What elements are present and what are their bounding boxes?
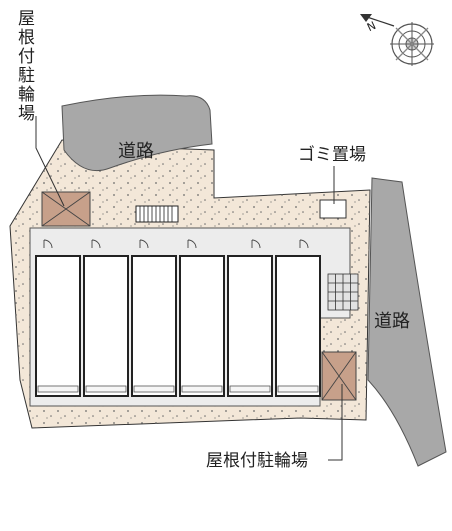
svg-text:場: 場 xyxy=(18,104,35,124)
units xyxy=(35,255,321,397)
balcony xyxy=(133,385,175,393)
road-right xyxy=(367,177,447,467)
compass-icon xyxy=(360,14,434,66)
unit xyxy=(35,255,81,397)
unit xyxy=(227,255,273,397)
garbage-area xyxy=(319,199,347,219)
balcony xyxy=(181,385,223,393)
door-icon xyxy=(91,239,101,249)
mailbox-grid xyxy=(327,273,359,311)
unit xyxy=(179,255,225,397)
bike-parking-left xyxy=(41,191,91,227)
svg-text:駐: 駐 xyxy=(18,66,35,86)
door-icon xyxy=(43,239,53,249)
leader-line-left xyxy=(35,116,65,207)
compass-north-letter: N xyxy=(365,19,378,34)
balcony xyxy=(85,385,127,393)
bike-parking-bottom xyxy=(321,351,357,401)
road-top-label: 道路 xyxy=(118,141,154,162)
unit xyxy=(131,255,177,397)
balcony xyxy=(229,385,271,393)
road-right-label: 道路 xyxy=(374,311,410,332)
unit xyxy=(83,255,129,397)
stairs xyxy=(135,205,179,223)
balcony xyxy=(37,385,79,393)
bike-parking-left-label: 屋 根 付 駐 輪 場 xyxy=(18,9,35,124)
door-icon xyxy=(299,239,309,249)
bike-parking-bottom-label: 屋根付駐輪場 xyxy=(206,451,308,471)
garbage-label: ゴミ置場 xyxy=(298,144,366,165)
svg-text:根: 根 xyxy=(18,28,35,48)
svg-text:輪: 輪 xyxy=(18,85,35,105)
road-top xyxy=(61,94,213,172)
unit xyxy=(275,255,321,397)
leader-line-bottom xyxy=(328,384,343,461)
svg-text:付: 付 xyxy=(18,47,35,67)
door-icon xyxy=(139,239,149,249)
svg-text:屋: 屋 xyxy=(18,9,35,29)
door-icon xyxy=(251,239,261,249)
balcony xyxy=(277,385,319,393)
doors xyxy=(43,239,309,249)
door-icon xyxy=(187,239,197,249)
